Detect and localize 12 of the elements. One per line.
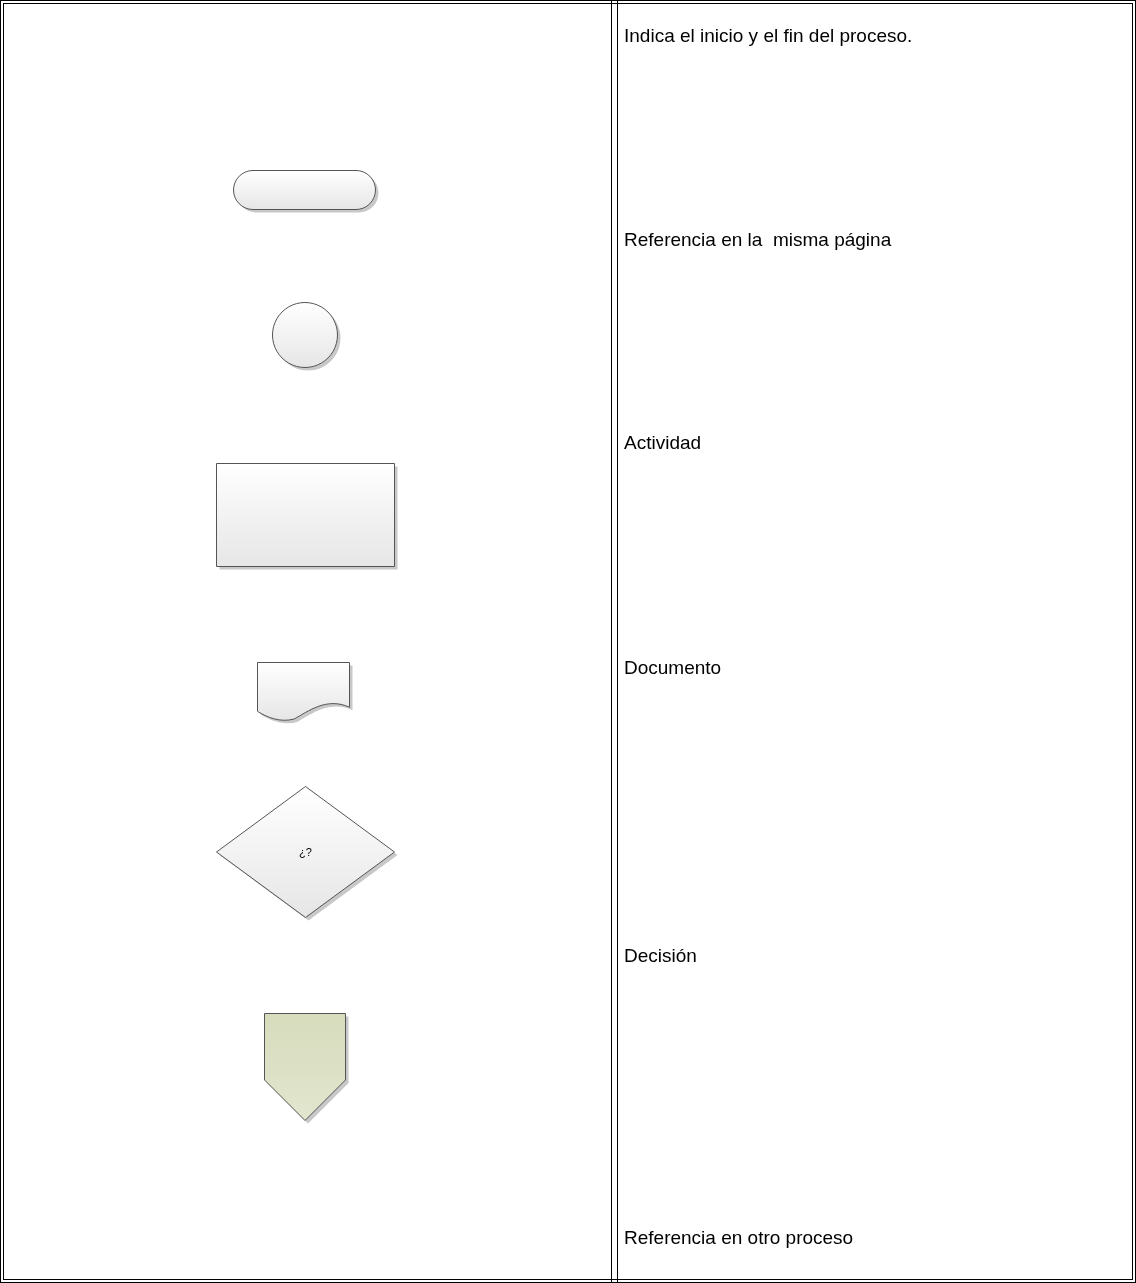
symbol-description: Decisión	[624, 944, 697, 968]
symbol-description: Referencia en otro proceso	[624, 1226, 854, 1250]
symbol-description: Indica el inicio y el fin del proceso.	[624, 24, 913, 48]
symbol-description: Actividad	[624, 431, 702, 455]
process-box	[216, 463, 395, 567]
connector-circle	[272, 302, 338, 368]
symbol-description: Documento	[624, 656, 722, 680]
terminator-shape	[233, 170, 376, 210]
decision-text: ¿?	[299, 844, 312, 860]
offpage-connector-shape	[264, 1013, 346, 1121]
symbol-description: Referencia en la misma página	[624, 228, 892, 252]
decision-diamond	[216, 786, 395, 918]
